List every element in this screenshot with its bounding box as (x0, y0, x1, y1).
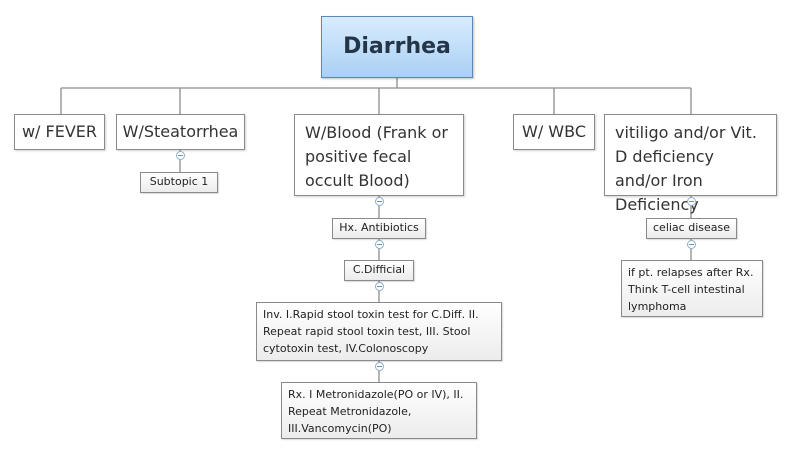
topic-blood[interactable]: W/Blood (Frank or positive fecal occult … (294, 114, 464, 196)
topic-wbc-label: W/ WBC (522, 121, 586, 141)
subtopic-investigation[interactable]: Inv. I.Rapid stool toxin test for C.Diff… (256, 302, 502, 361)
topic-vitiligo[interactable]: vitiligo and/or Vit. D deficiency and/or… (604, 114, 777, 214)
collapse-toggle-icon[interactable] (375, 240, 384, 249)
topic-steatorrhea[interactable]: W/Steatorrhea (116, 114, 245, 150)
collapse-toggle-icon[interactable] (176, 151, 185, 160)
subtopic-celiac-disease-label: celiac disease (653, 221, 730, 235)
central-topic-label: Diarrhea (343, 33, 451, 59)
topic-blood-label: W/Blood (Frank or positive fecal occult … (305, 123, 448, 190)
topic-fever-label: w/ FEVER (21, 121, 98, 141)
topic-wbc[interactable]: W/ WBC (513, 114, 595, 150)
subtopic-1-label: Subtopic 1 (149, 175, 209, 189)
collapse-toggle-icon[interactable] (375, 197, 384, 206)
subtopic-hx-antibiotics[interactable]: Hx. Antibiotics (332, 218, 426, 239)
subtopic-1[interactable]: Subtopic 1 (140, 172, 218, 193)
topic-steatorrhea-label: W/Steatorrhea (122, 121, 239, 141)
collapse-toggle-icon[interactable] (375, 282, 384, 291)
collapse-toggle-icon[interactable] (687, 197, 696, 206)
subtopic-c-difficial-label: C.Difficial (352, 263, 406, 277)
subtopic-c-difficial[interactable]: C.Difficial (344, 260, 414, 281)
collapse-toggle-icon[interactable] (375, 362, 384, 371)
subtopic-treatment[interactable]: Rx. I Metronidazole(PO or IV), II. Repea… (281, 382, 477, 439)
subtopic-investigation-label: Inv. I.Rapid stool toxin test for C.Diff… (263, 308, 479, 355)
subtopic-hx-antibiotics-label: Hx. Antibiotics (339, 221, 419, 235)
subtopic-treatment-label: Rx. I Metronidazole(PO or IV), II. Repea… (288, 388, 464, 435)
topic-vitiligo-label: vitiligo and/or Vit. D deficiency and/or… (615, 123, 757, 214)
collapse-toggle-icon[interactable] (687, 240, 696, 249)
topic-fever[interactable]: w/ FEVER (14, 114, 105, 150)
subtopic-celiac-disease[interactable]: celiac disease (646, 218, 737, 239)
subtopic-lymphoma[interactable]: if pt. relapses after Rx. Think T-cell i… (621, 260, 763, 317)
subtopic-lymphoma-label: if pt. relapses after Rx. Think T-cell i… (628, 266, 754, 313)
central-topic[interactable]: Diarrhea (321, 16, 473, 78)
